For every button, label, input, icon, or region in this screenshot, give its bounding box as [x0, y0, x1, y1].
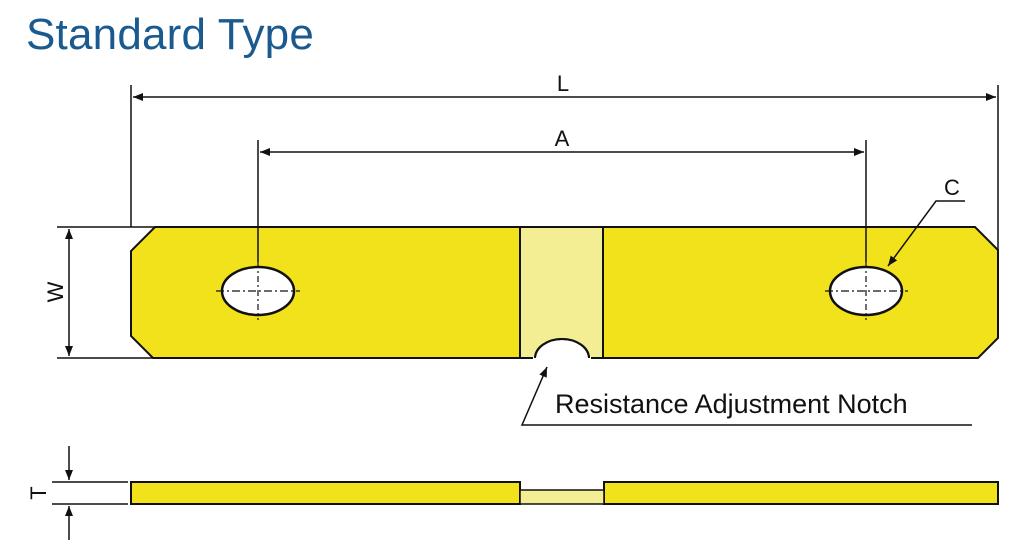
dimension-a: A — [257, 126, 867, 262]
plate-top-view — [130, 226, 999, 363]
notch-zone — [520, 228, 603, 357]
dimension-l-label: L — [557, 71, 569, 96]
page-title: Standard Type — [26, 10, 314, 59]
side-notch-zone — [519, 489, 605, 505]
dimension-l: L — [130, 71, 999, 250]
dimension-a-label: A — [555, 126, 570, 151]
dimension-w-label: W — [43, 281, 68, 302]
dimension-c-label: C — [944, 175, 960, 200]
dimension-t-label: T — [26, 486, 51, 499]
notch-callout-label: Resistance Adjustment Notch — [555, 389, 908, 419]
dimension-t: T — [26, 446, 128, 540]
mounting-hole-right — [825, 262, 908, 320]
plate-side-view — [130, 481, 999, 505]
mounting-hole-left — [216, 262, 300, 320]
dimension-w: W — [43, 226, 155, 359]
dimension-c: C — [887, 175, 965, 267]
notch-callout: Resistance Adjustment Notch — [520, 366, 972, 426]
